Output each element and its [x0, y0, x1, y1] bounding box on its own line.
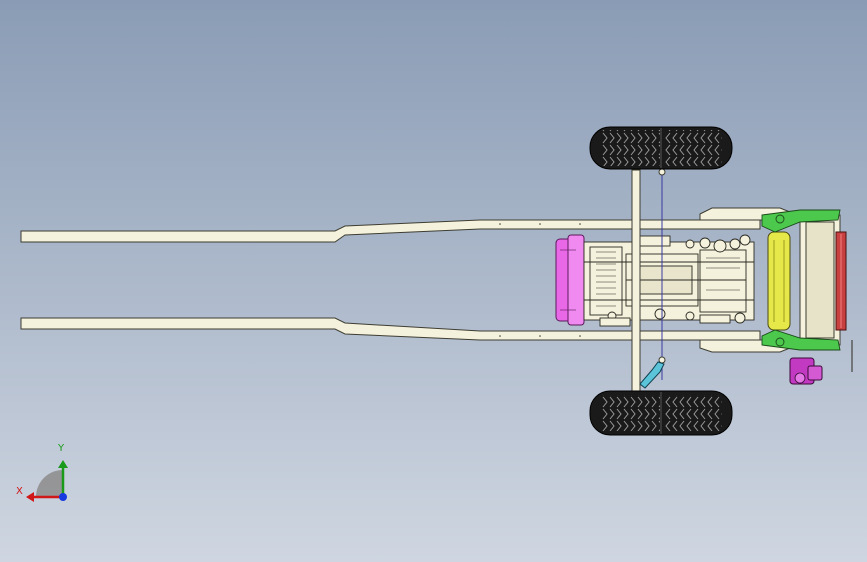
wheel-upper[interactable] [589, 126, 733, 170]
front-frame-extension[interactable] [699, 207, 841, 353]
triad-y-label: Y [58, 443, 65, 454]
orientation-triad [26, 460, 68, 502]
steering-arm[interactable] [639, 361, 665, 389]
triad-y-arrow [58, 460, 68, 468]
triad-x-arrow [26, 492, 34, 502]
triad-z-axis [59, 493, 67, 501]
frame-rivets [499, 223, 581, 337]
chassis-model[interactable] [20, 126, 853, 436]
engine-assembly[interactable] [583, 234, 755, 327]
frame-rail-upper[interactable] [20, 219, 761, 243]
wheel-lower[interactable] [589, 390, 733, 436]
steering-pump[interactable] [789, 340, 853, 385]
front-bumper[interactable] [835, 231, 847, 331]
front-axle[interactable] [767, 231, 791, 331]
front-brackets[interactable] [761, 209, 841, 351]
triad-x-label: X [16, 486, 23, 497]
fuel-tank[interactable] [555, 234, 585, 326]
triad-plane [36, 470, 63, 497]
